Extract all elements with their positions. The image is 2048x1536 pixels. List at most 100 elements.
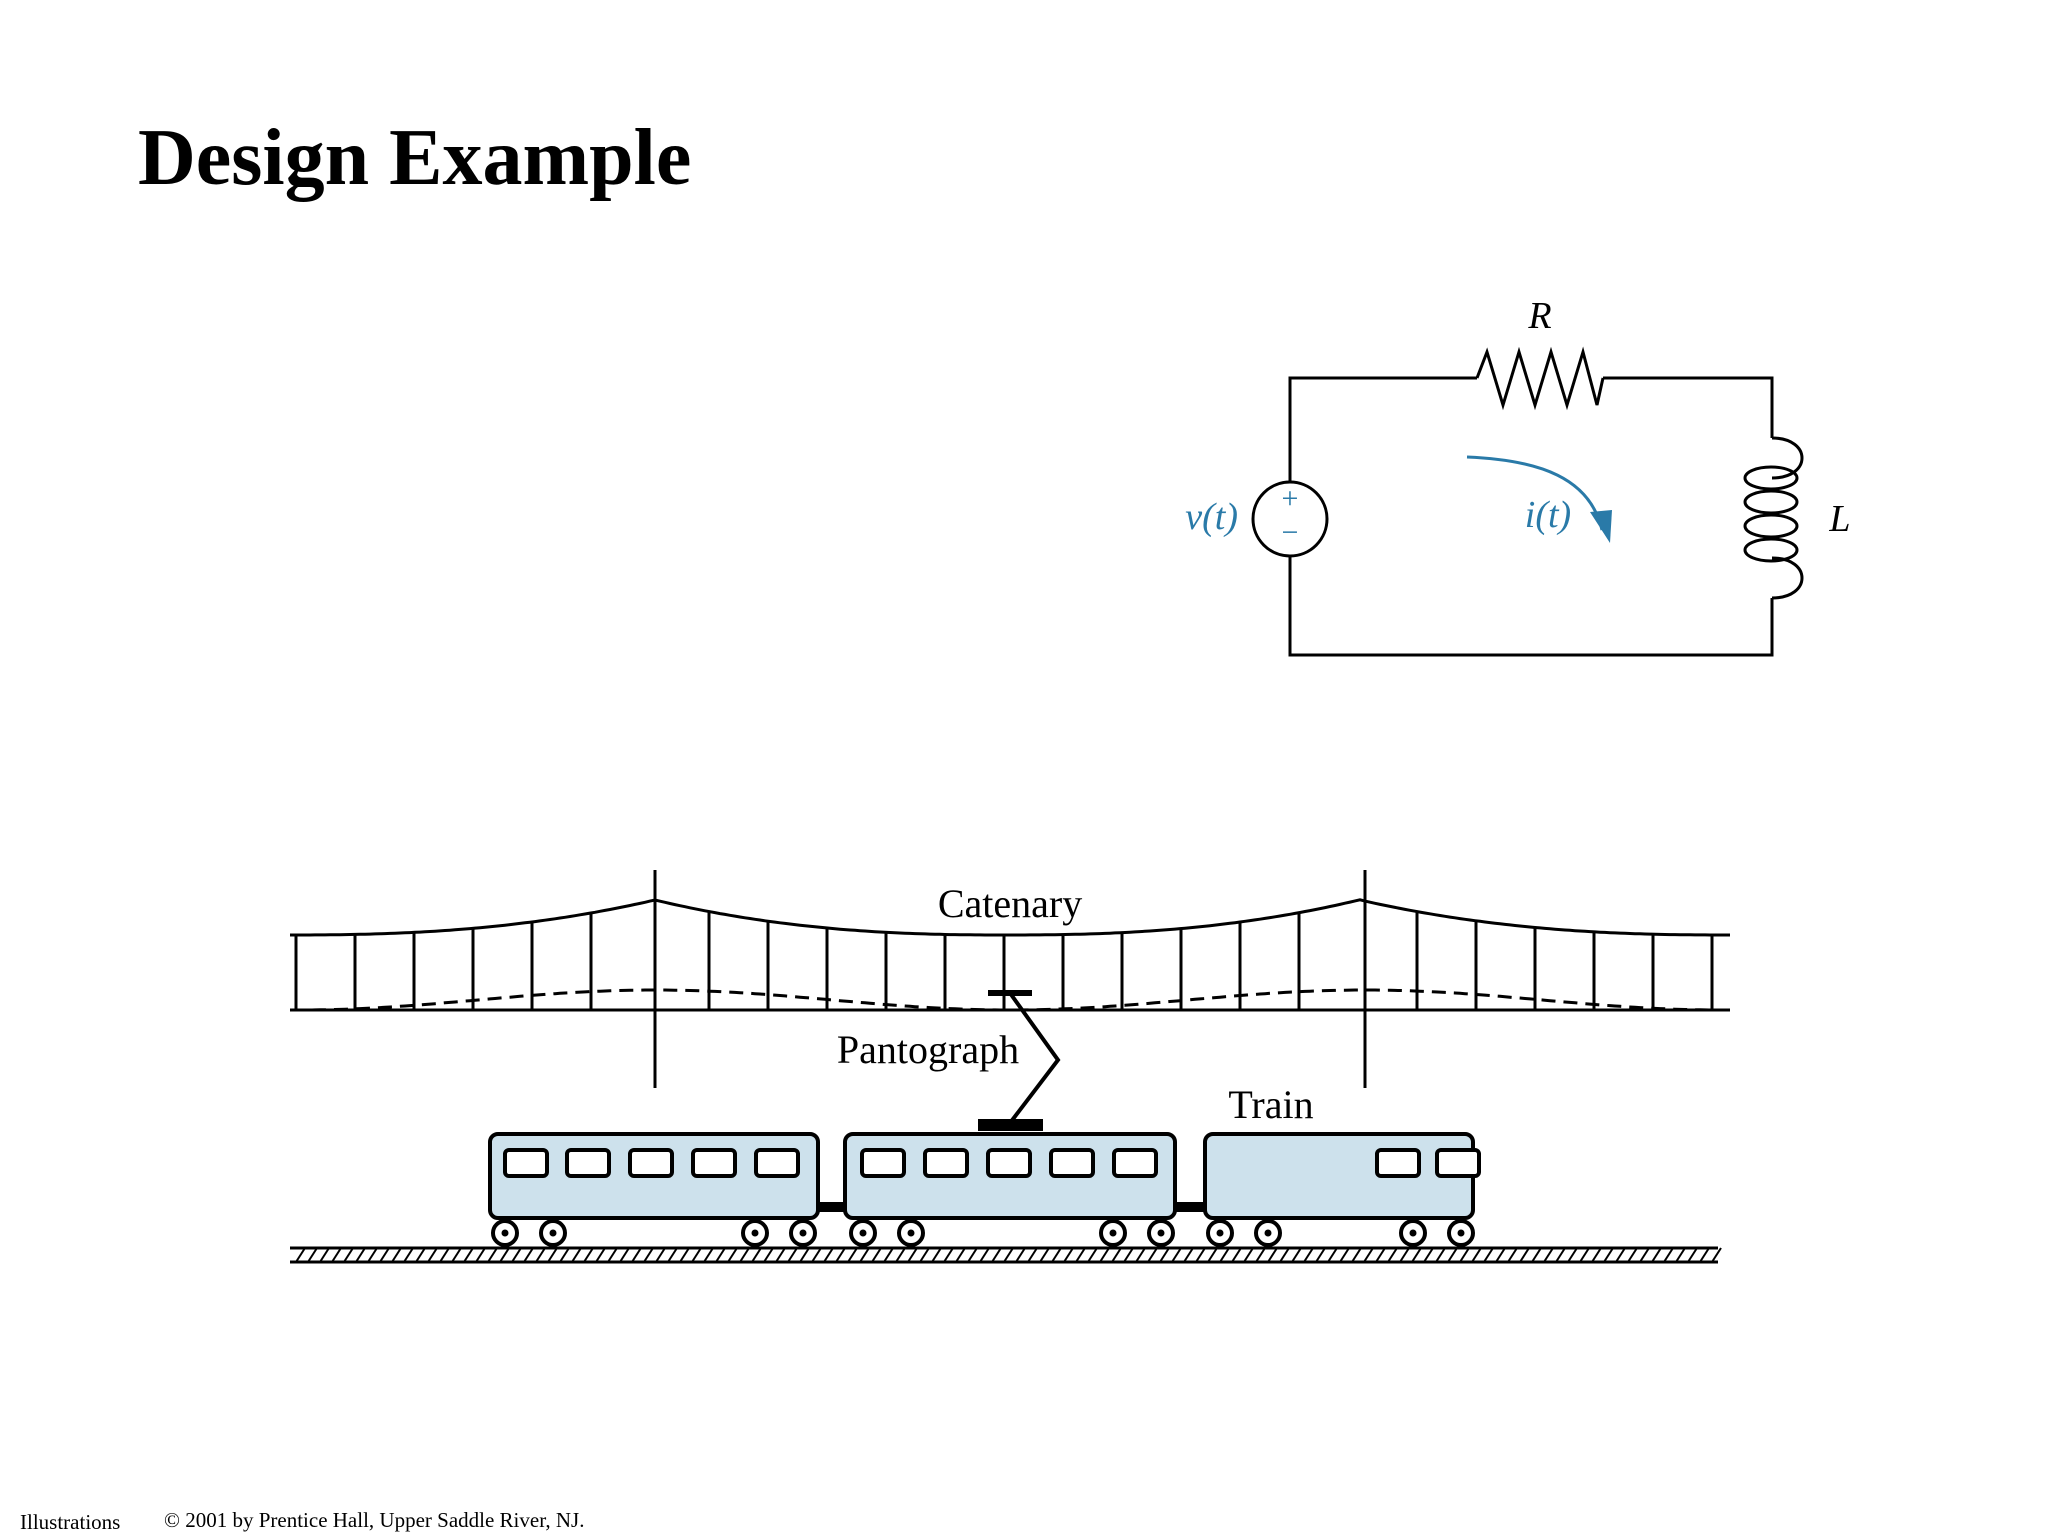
track-hatch-mark [307,1247,318,1263]
train-car [488,1132,820,1247]
track-hatch-mark [367,1247,378,1263]
track-hatch-mark [379,1247,390,1263]
track-hatch-mark [883,1247,894,1263]
current-arrowhead-icon [1590,510,1612,543]
track-hatch-mark [715,1247,726,1263]
car-window [923,1148,969,1178]
track-hatch-mark [631,1247,642,1263]
track-hatch-mark [1339,1247,1350,1263]
track-hatch-mark [1363,1247,1374,1263]
track-hatch-mark [1531,1247,1542,1263]
track-hatch-mark [1171,1247,1182,1263]
track-hatch-mark [1111,1247,1122,1263]
track-hatch-mark [475,1247,486,1263]
track-hatch-mark [391,1247,402,1263]
track-hatch-mark [1579,1247,1590,1263]
track-hatch-mark [463,1247,474,1263]
coupler [1174,1202,1206,1212]
track-hatch-mark [1411,1247,1422,1263]
track-hatch-mark [595,1247,606,1263]
resistor-symbol [1475,346,1605,411]
track-hatch-mark [775,1247,786,1263]
track-hatch-mark [1471,1247,1482,1263]
track-hatch-mark [1435,1247,1446,1263]
track-hatch-mark [943,1247,954,1263]
car-window [1049,1148,1095,1178]
track-hatch-mark [511,1247,522,1263]
wheel-hub [1109,1229,1117,1237]
wheel-hub [859,1229,867,1237]
track-hatch-mark [559,1247,570,1263]
car-window [503,1148,549,1178]
track-hatch-mark [1303,1247,1314,1263]
track-hatch-mark [1591,1247,1602,1263]
track-hatch-mark [1135,1247,1146,1263]
car-window [986,1148,1032,1178]
train-label: Train [1228,1082,1313,1127]
track-hatch-mark [427,1247,438,1263]
track-hatch-mark [1159,1247,1170,1263]
circuit-wire-top-right [1603,376,1774,438]
track-hatch-mark [655,1247,666,1263]
track-hatch-mark [1651,1247,1662,1263]
source-label: v(t) [1185,496,1238,538]
wheel-hub [501,1229,509,1237]
catenary-label: Catenary [938,881,1082,926]
track-hatch-mark [1279,1247,1290,1263]
track-hatch-mark [799,1247,810,1263]
catenary-messenger-wire [290,898,1730,937]
track-hatch-mark [727,1247,738,1263]
track-hatch-mark [1699,1247,1710,1263]
car-window [628,1148,674,1178]
wheel-hub [1264,1229,1272,1237]
track-hatch-mark [1051,1247,1062,1263]
track-hatch-mark [1483,1247,1494,1263]
track-hatch-mark [1123,1247,1134,1263]
track-hatch-mark [1627,1247,1638,1263]
track-hatch-mark [1543,1247,1554,1263]
track-hatch-mark [523,1247,534,1263]
wheel-hub [799,1229,807,1237]
track-hatch-mark [1075,1247,1086,1263]
resistor-label: R [1527,295,1551,337]
track-hatch-mark [643,1247,654,1263]
car-body [1203,1132,1475,1220]
track-hatch-mark [1195,1247,1206,1263]
track-hatch-mark [871,1247,882,1263]
wheel-hub [1157,1229,1165,1237]
track-hatch-mark [1327,1247,1338,1263]
pantograph [978,990,1061,1131]
track-hatch-mark [1639,1247,1650,1263]
current-label: i(t) [1525,494,1571,536]
track-hatch-mark [487,1247,498,1263]
track-hatch-mark [1399,1247,1410,1263]
train-car [1203,1132,1481,1247]
track-hatch-mark [1567,1247,1578,1263]
track-hatch-mark [331,1247,342,1263]
wheel-hub [907,1229,915,1237]
track-hatch-mark [1243,1247,1254,1263]
track-hatch-mark [415,1247,426,1263]
track-hatch-mark [1507,1247,1518,1263]
wheel-hub [751,1229,759,1237]
track-hatch-mark [1423,1247,1434,1263]
track-hatch-mark [1027,1247,1038,1263]
inductor-label: L [1828,498,1850,540]
track-hatch-mark [1003,1247,1014,1263]
track-hatch-mark [703,1247,714,1263]
inductor-symbol [1743,436,1804,600]
track-hatch-mark [403,1247,414,1263]
car-window [754,1148,800,1178]
track-hatch-mark [1183,1247,1194,1263]
circuit-wire-top-left [1288,376,1477,493]
footer-illustrations-label: Illustrations [20,1510,121,1534]
track-hatch-mark [931,1247,942,1263]
track-hatch-mark [451,1247,462,1263]
track-hatch-mark [751,1247,762,1263]
track-hatch-mark [619,1247,630,1263]
track-hatch-mark [499,1247,510,1263]
track-hatch-mark [919,1247,930,1263]
minus-sign: − [1282,516,1299,549]
